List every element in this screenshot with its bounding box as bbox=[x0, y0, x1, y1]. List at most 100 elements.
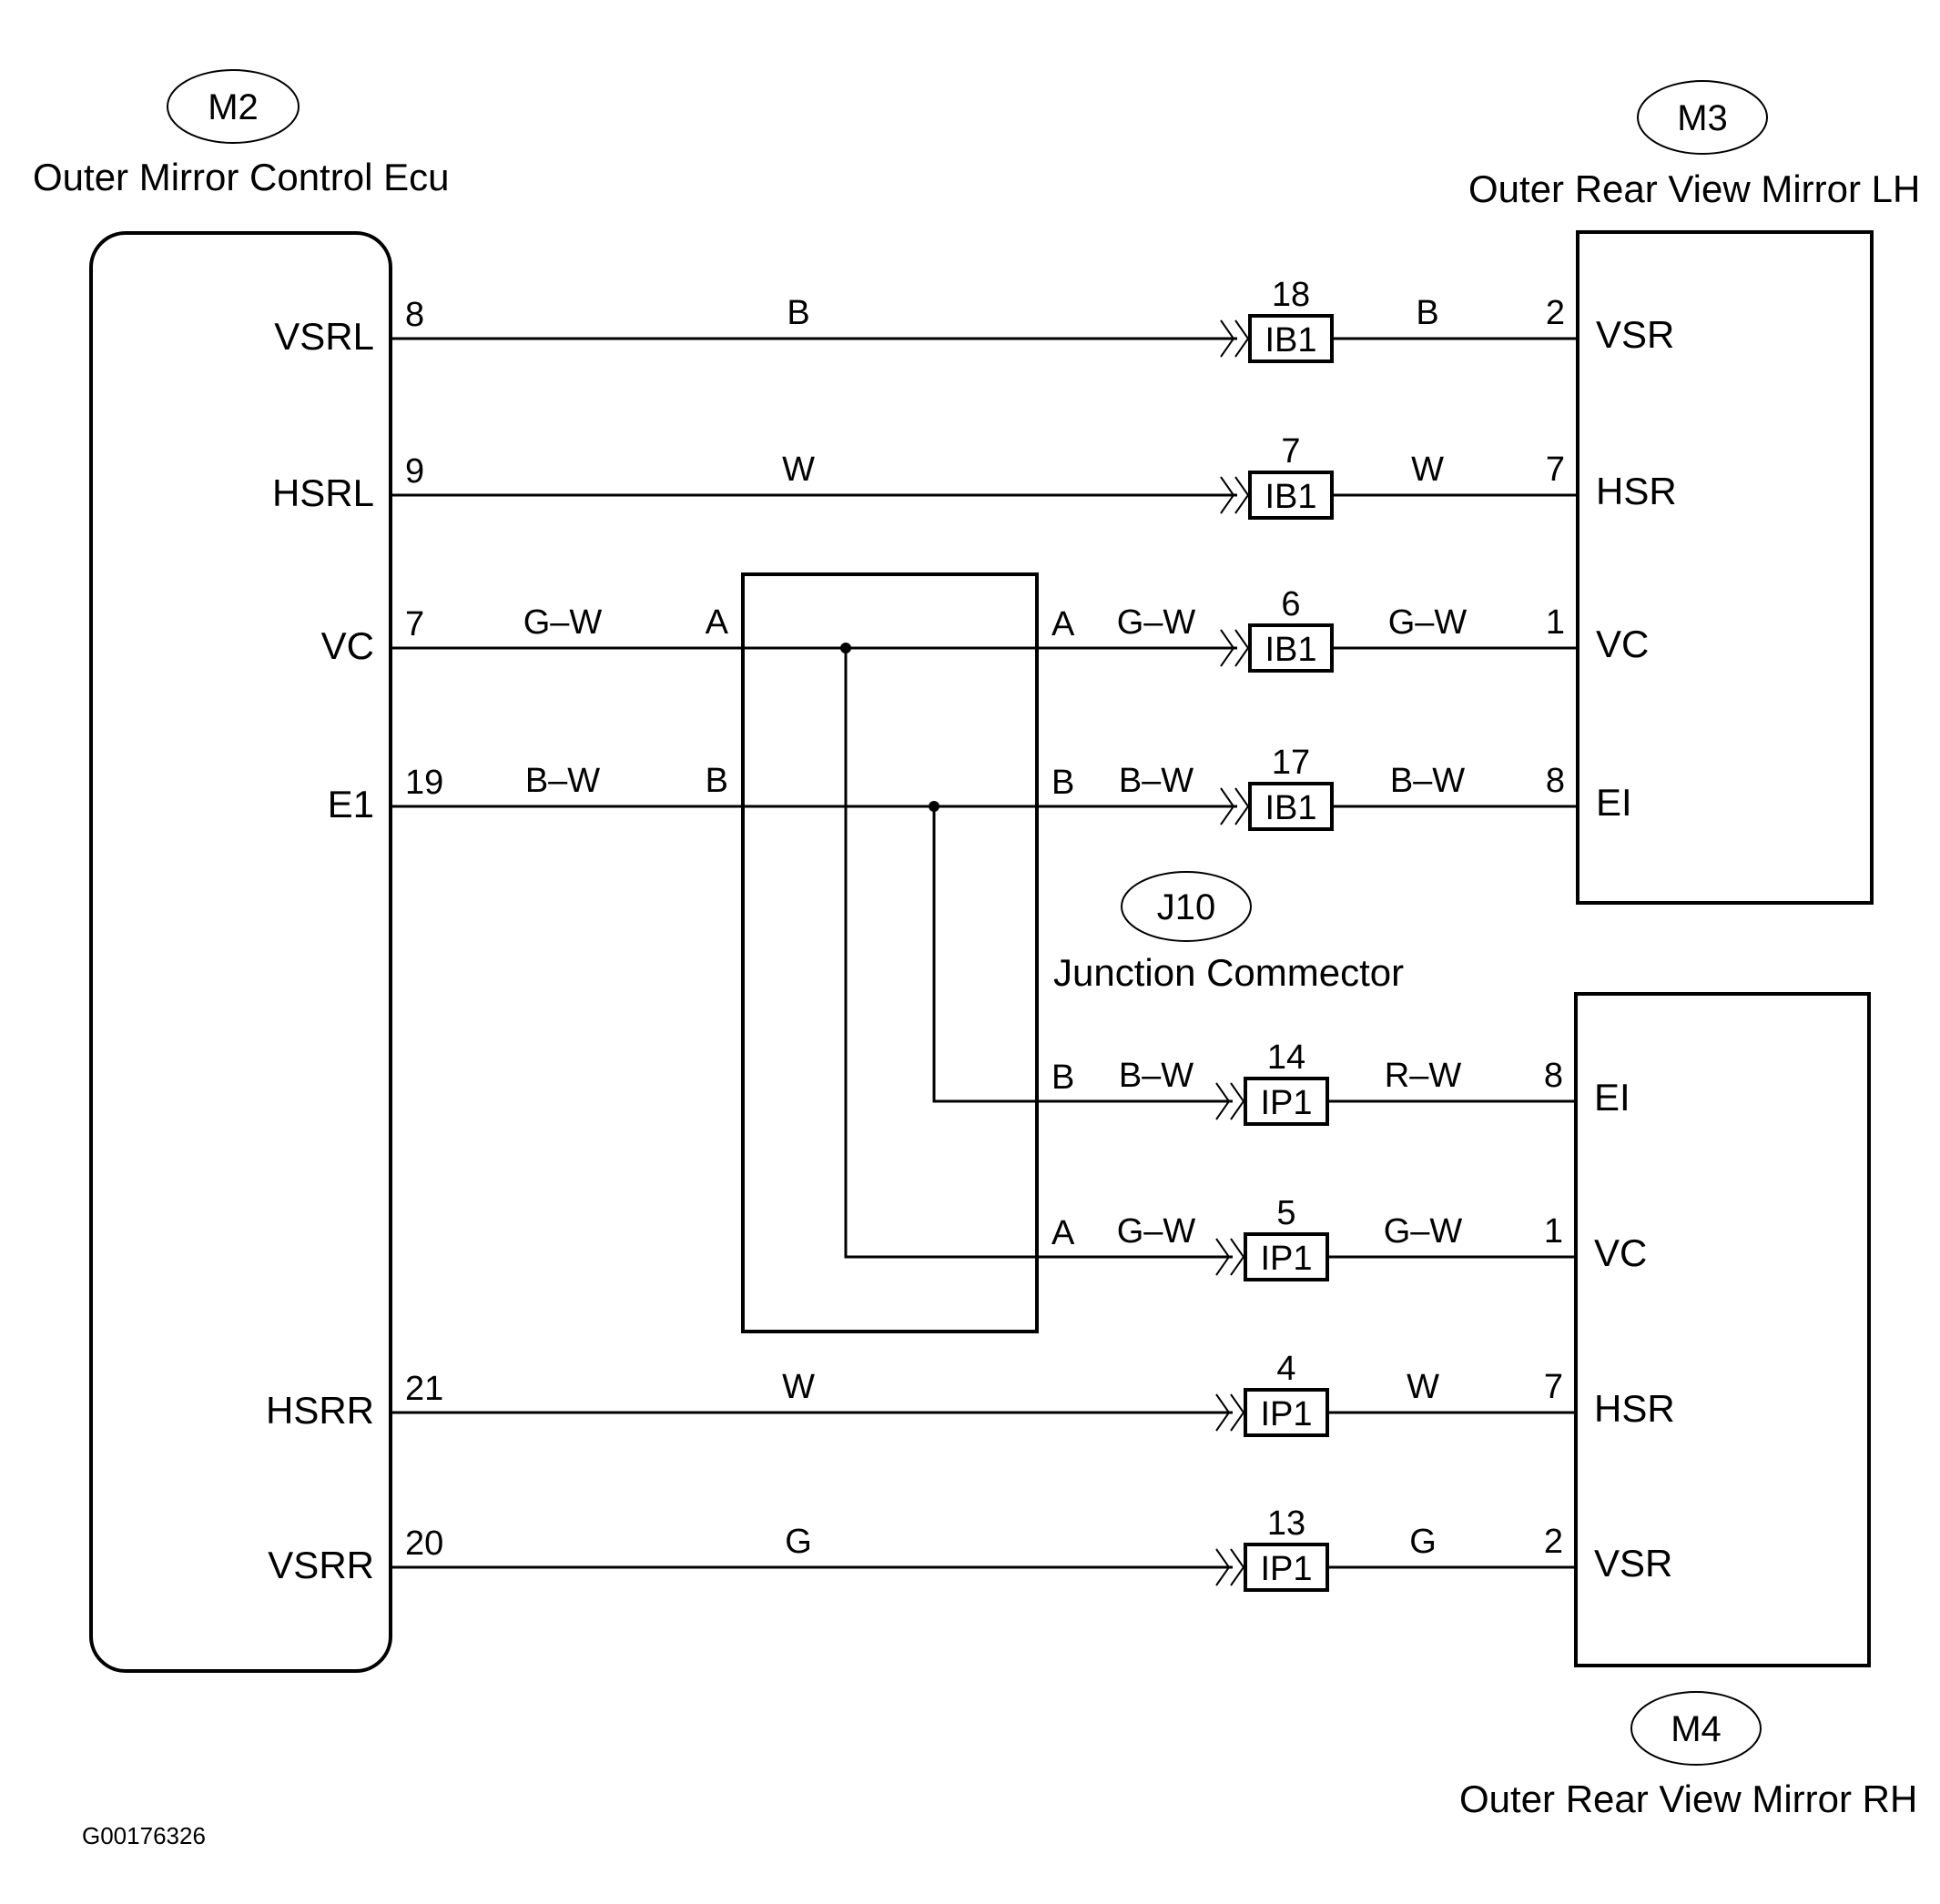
connector-chevron-icon bbox=[1230, 1548, 1245, 1586]
connector-chevron-icon bbox=[1215, 1238, 1231, 1276]
wire-color-out: W bbox=[1411, 451, 1444, 489]
connector-pin: 4 bbox=[1276, 1350, 1295, 1388]
wire-color-ecu: W bbox=[782, 451, 815, 489]
m2-ecu-box bbox=[89, 231, 392, 1673]
mirror-terminal: VSR bbox=[1596, 313, 1674, 356]
connector-chevron-icon bbox=[1234, 787, 1250, 825]
connector-chevron-icon bbox=[1220, 476, 1235, 514]
connector-pin: 14 bbox=[1267, 1038, 1305, 1077]
junction-in-pin: A bbox=[706, 603, 729, 642]
mirror-terminal: VC bbox=[1594, 1231, 1647, 1274]
mirror-pin: 2 bbox=[1544, 1523, 1563, 1561]
junction-in-pin: B bbox=[706, 762, 728, 800]
mirror-pin: 8 bbox=[1544, 1057, 1563, 1095]
connector-chevron-icon bbox=[1234, 476, 1250, 514]
connector-pin: 7 bbox=[1281, 432, 1300, 471]
connector-box bbox=[1248, 782, 1334, 831]
connector-name: IP1 bbox=[1260, 1395, 1312, 1433]
j10-code-ellipse bbox=[1121, 871, 1252, 942]
wire-color-pre: G–W bbox=[1117, 1212, 1196, 1251]
connector-name: IP1 bbox=[1260, 1240, 1312, 1278]
connector-chevron-icon bbox=[1215, 1393, 1231, 1432]
junction-out-pin: A bbox=[1051, 1214, 1075, 1252]
wire-color-pre: B–W bbox=[1119, 1057, 1193, 1095]
m2-code-ellipse bbox=[167, 69, 300, 144]
connector-chevron-icon bbox=[1234, 319, 1250, 358]
m3-code-ellipse bbox=[1637, 80, 1768, 155]
connector-box bbox=[1244, 1388, 1329, 1437]
e1-splice-trace bbox=[932, 806, 1037, 1103]
wire-color-ecu: B bbox=[787, 294, 809, 332]
connector-name: IB1 bbox=[1265, 631, 1316, 669]
figure-id: G00176326 bbox=[82, 1822, 206, 1849]
wire-color-out: G bbox=[1409, 1523, 1437, 1561]
connector-chevron-icon bbox=[1230, 1238, 1245, 1276]
wire-color-out: B–W bbox=[1390, 762, 1465, 800]
wire-color-pre: B–W bbox=[1119, 762, 1193, 800]
m3-mirror-box bbox=[1576, 230, 1874, 905]
connector-name: IB1 bbox=[1265, 478, 1316, 516]
ecu-terminal: HSRL bbox=[272, 471, 374, 514]
mirror-pin: 1 bbox=[1546, 603, 1565, 642]
junction-out-pin: B bbox=[1051, 764, 1074, 802]
connector-pin: 5 bbox=[1276, 1194, 1295, 1232]
mirror-terminal: EI bbox=[1596, 781, 1632, 824]
component-m3: M3 Outer Rear View Mirror LH bbox=[1468, 80, 1920, 905]
j10-code: J10 bbox=[1157, 887, 1216, 927]
connector-box bbox=[1248, 623, 1334, 673]
junction-out-pin: B bbox=[1051, 1058, 1074, 1097]
mirror-pin: 8 bbox=[1546, 762, 1565, 800]
m4-code: M4 bbox=[1671, 1709, 1722, 1749]
mirror-pin: 2 bbox=[1546, 294, 1565, 332]
ecu-pin: 8 bbox=[405, 296, 424, 334]
vc-splice-trace bbox=[844, 648, 1037, 1259]
j10-name: Junction Commector bbox=[1053, 951, 1404, 994]
mirror-terminal: VC bbox=[1596, 623, 1649, 665]
ecu-pin: 21 bbox=[405, 1370, 443, 1408]
m3-code: M3 bbox=[1677, 98, 1728, 138]
m4-mirror-box bbox=[1574, 992, 1871, 1667]
ecu-pin: 7 bbox=[405, 605, 424, 643]
connector-name: IP1 bbox=[1260, 1550, 1312, 1588]
mirror-pin: 7 bbox=[1544, 1368, 1563, 1406]
wire-color-out: B bbox=[1416, 294, 1438, 332]
wire-color-ecu: W bbox=[782, 1368, 815, 1406]
j10-junction-box bbox=[741, 572, 1039, 1333]
ecu-terminal: VSRR bbox=[268, 1544, 374, 1586]
connector-chevron-icon bbox=[1234, 629, 1250, 667]
connector-name: IB1 bbox=[1265, 789, 1316, 827]
connector-pin: 13 bbox=[1267, 1504, 1305, 1543]
connector-pin: 18 bbox=[1272, 276, 1310, 314]
connector-chevron-icon bbox=[1220, 319, 1235, 358]
connector-chevron-icon bbox=[1230, 1082, 1245, 1120]
wire-color-out: W bbox=[1407, 1368, 1439, 1406]
m3-name: Outer Rear View Mirror LH bbox=[1468, 167, 1920, 210]
wire-color-ecu: G–W bbox=[523, 603, 603, 642]
ecu-terminal: VSRL bbox=[274, 315, 374, 358]
ecu-pin: 19 bbox=[405, 764, 443, 802]
connector-chevron-icon bbox=[1220, 629, 1235, 667]
wire-color-ecu: B–W bbox=[525, 762, 600, 800]
wire-color-ecu: G bbox=[785, 1523, 812, 1561]
m2-name: Outer Mirror Control Ecu bbox=[33, 156, 449, 198]
junction-internal-traces bbox=[840, 643, 1037, 1259]
ecu-pin: 20 bbox=[405, 1524, 443, 1563]
mirror-terminal: HSR bbox=[1594, 1387, 1675, 1430]
component-j10: J10 Junction Commector bbox=[741, 572, 1404, 1333]
mirror-pin: 1 bbox=[1544, 1212, 1563, 1251]
wire-color-out: R–W bbox=[1385, 1057, 1462, 1095]
wire-color-out: G–W bbox=[1384, 1212, 1463, 1251]
ecu-terminal: VC bbox=[321, 624, 374, 667]
connector-box bbox=[1244, 1543, 1329, 1592]
connector-pin: 6 bbox=[1281, 585, 1300, 623]
ecu-terminal: E1 bbox=[328, 783, 374, 825]
connector-box bbox=[1244, 1077, 1329, 1126]
